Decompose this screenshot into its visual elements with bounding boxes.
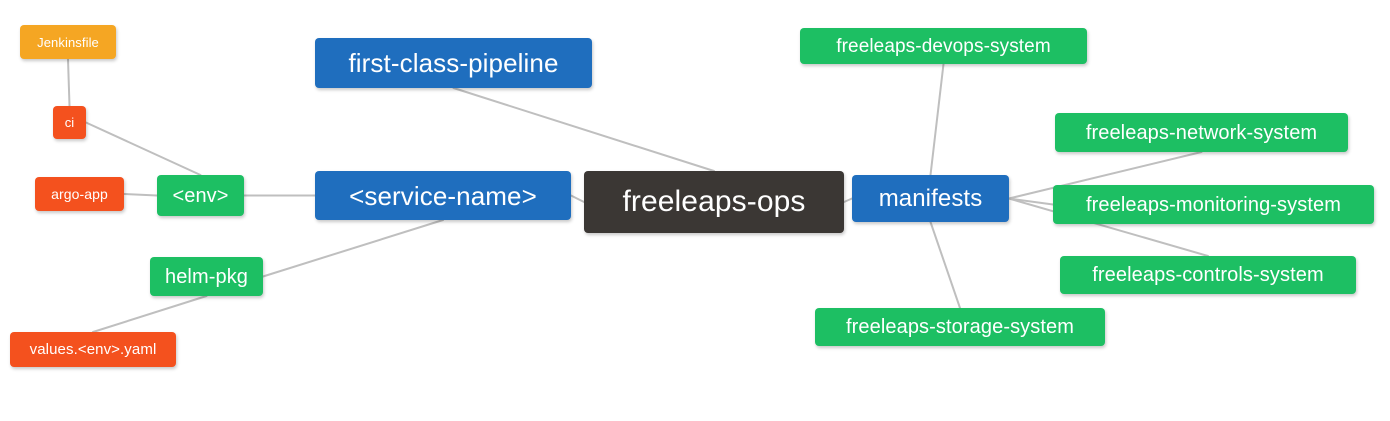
node-freeleaps-devops-system[interactable]: freeleaps-devops-system [800, 28, 1087, 64]
node-ci[interactable]: ci [53, 106, 86, 139]
node-label: values.<env>.yaml [29, 341, 157, 358]
node-freeleaps-ops-root[interactable]: freeleaps-ops [584, 171, 844, 233]
node-jenkinsfile[interactable]: Jenkinsfile [20, 25, 116, 59]
node-label: first-class-pipeline [348, 48, 559, 78]
edge-manifests-to-freeleaps-storage-system [929, 221, 961, 309]
edge-freeleaps-ops-to-manifests [843, 197, 853, 203]
node-label: ci [64, 115, 75, 130]
edge-env-to-argo-app [123, 193, 158, 197]
node-label: freeleaps-network-system [1085, 121, 1318, 144]
node-label: freeleaps-ops [622, 185, 806, 218]
node-service-name[interactable]: <service-name> [315, 171, 571, 220]
node-label: manifests [878, 184, 983, 212]
node-values-yaml[interactable]: values.<env>.yaml [10, 332, 176, 367]
edge-manifests-to-freeleaps-devops-system [929, 63, 945, 176]
edge-helm-pkg-to-values-yaml [92, 295, 208, 333]
node-label: Jenkinsfile [37, 34, 99, 50]
node-freeleaps-monitoring-system[interactable]: freeleaps-monitoring-system [1053, 185, 1374, 224]
node-label: helm-pkg [164, 265, 249, 288]
edge-service-name-to-helm-pkg [262, 219, 444, 278]
node-label: freeleaps-devops-system [836, 35, 1051, 57]
node-label: freeleaps-controls-system [1092, 264, 1324, 286]
node-env[interactable]: <env> [157, 175, 244, 216]
node-label: <service-name> [349, 180, 537, 211]
node-freeleaps-storage-system[interactable]: freeleaps-storage-system [815, 308, 1105, 346]
node-label: <env> [172, 184, 229, 207]
edge-freeleaps-ops-to-service-name [570, 194, 585, 203]
edge-manifests-to-freeleaps-monitoring-system [1008, 197, 1054, 206]
edge-freeleaps-ops-to-first-class-pipeline [452, 87, 715, 172]
node-first-class-pipeline[interactable]: first-class-pipeline [315, 38, 592, 88]
node-label: argo-app [51, 186, 108, 202]
node-label: freeleaps-monitoring-system [1085, 193, 1341, 216]
node-argo-app[interactable]: argo-app [35, 177, 124, 211]
edge-ci-to-jenkinsfile [67, 58, 71, 107]
node-helm-pkg[interactable]: helm-pkg [150, 257, 263, 296]
edge-env-to-ci [85, 121, 202, 176]
node-manifests[interactable]: manifests [852, 175, 1009, 222]
node-freeleaps-controls-system[interactable]: freeleaps-controls-system [1060, 256, 1356, 294]
node-freeleaps-network-system[interactable]: freeleaps-network-system [1055, 113, 1348, 152]
node-label: freeleaps-storage-system [845, 316, 1075, 338]
